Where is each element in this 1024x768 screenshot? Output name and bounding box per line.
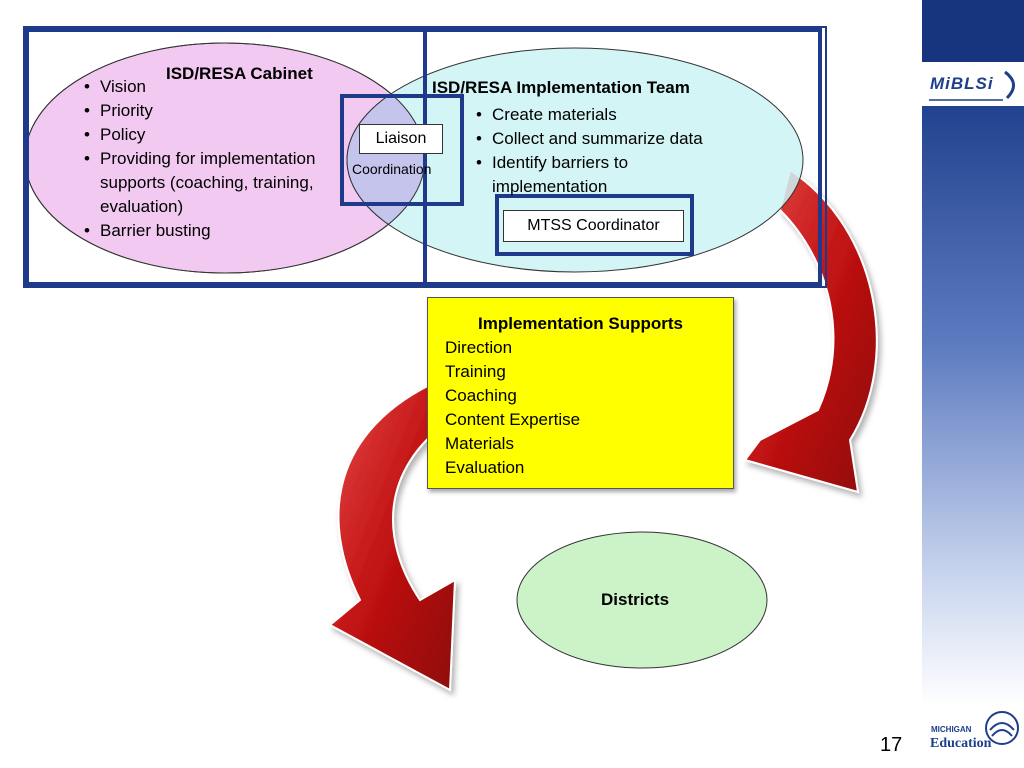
outer-frame	[23, 26, 827, 288]
list-item: Training	[445, 362, 506, 381]
list-item-continued: implementation	[492, 177, 608, 196]
miblsi-logo-text: MiBLSi	[930, 74, 994, 93]
team-frame	[423, 28, 822, 286]
list-item: Content Expertise	[445, 410, 581, 429]
mtss-coordinator-label: MTSS Coordinator	[503, 210, 684, 242]
supports-list: Direction Training Coaching Content Expe…	[445, 336, 580, 480]
list-item: Create materials	[474, 103, 703, 127]
list-item: Identify barriers to	[474, 151, 703, 175]
liaison-label: Liaison	[359, 124, 443, 154]
team-title: ISD/RESA Implementation Team	[432, 78, 690, 97]
districts-label: Districts	[601, 590, 670, 609]
cabinet-list: Vision Priority Policy Providing for imp…	[82, 75, 315, 243]
list-item: Policy	[82, 123, 315, 147]
coordination-label: Coordination	[352, 161, 432, 177]
list-item: Vision	[82, 75, 315, 99]
list-item: Collect and summarize data	[474, 127, 703, 151]
mtss-frame	[495, 194, 694, 256]
page-number: 17	[880, 734, 903, 756]
supports-title: Implementation Supports	[478, 314, 683, 333]
swoosh-icon	[929, 70, 1015, 101]
list-item: Evaluation	[445, 458, 525, 477]
list-item: Priority	[82, 99, 315, 123]
districts-ellipse	[516, 531, 768, 669]
mde-logo-education: Education	[930, 736, 992, 751]
implementation-supports-box: Implementation Supports Direction Traini…	[427, 297, 734, 489]
list-item: Direction	[445, 338, 513, 357]
team-list: Create materials Collect and summarize d…	[474, 103, 703, 199]
mde-seal-icon	[985, 711, 1019, 745]
list-item-continued: supports (coaching, training,	[100, 173, 314, 192]
liaison-frame	[340, 94, 464, 206]
arrow-supports-to-districts	[328, 378, 457, 692]
sidebar-band	[922, 0, 1024, 768]
sidebar-top-band	[922, 0, 1024, 62]
mde-logo-michigan: MICHIGAN	[931, 725, 972, 734]
miblsi-logo	[922, 62, 1024, 106]
list-item: Barrier busting	[82, 219, 315, 243]
overlap-region	[346, 47, 425, 273]
list-item: Materials	[445, 434, 514, 453]
list-item-continued: evaluation)	[100, 197, 184, 216]
list-item: Providing for implementation	[82, 147, 315, 171]
list-item: Coaching	[445, 386, 517, 405]
